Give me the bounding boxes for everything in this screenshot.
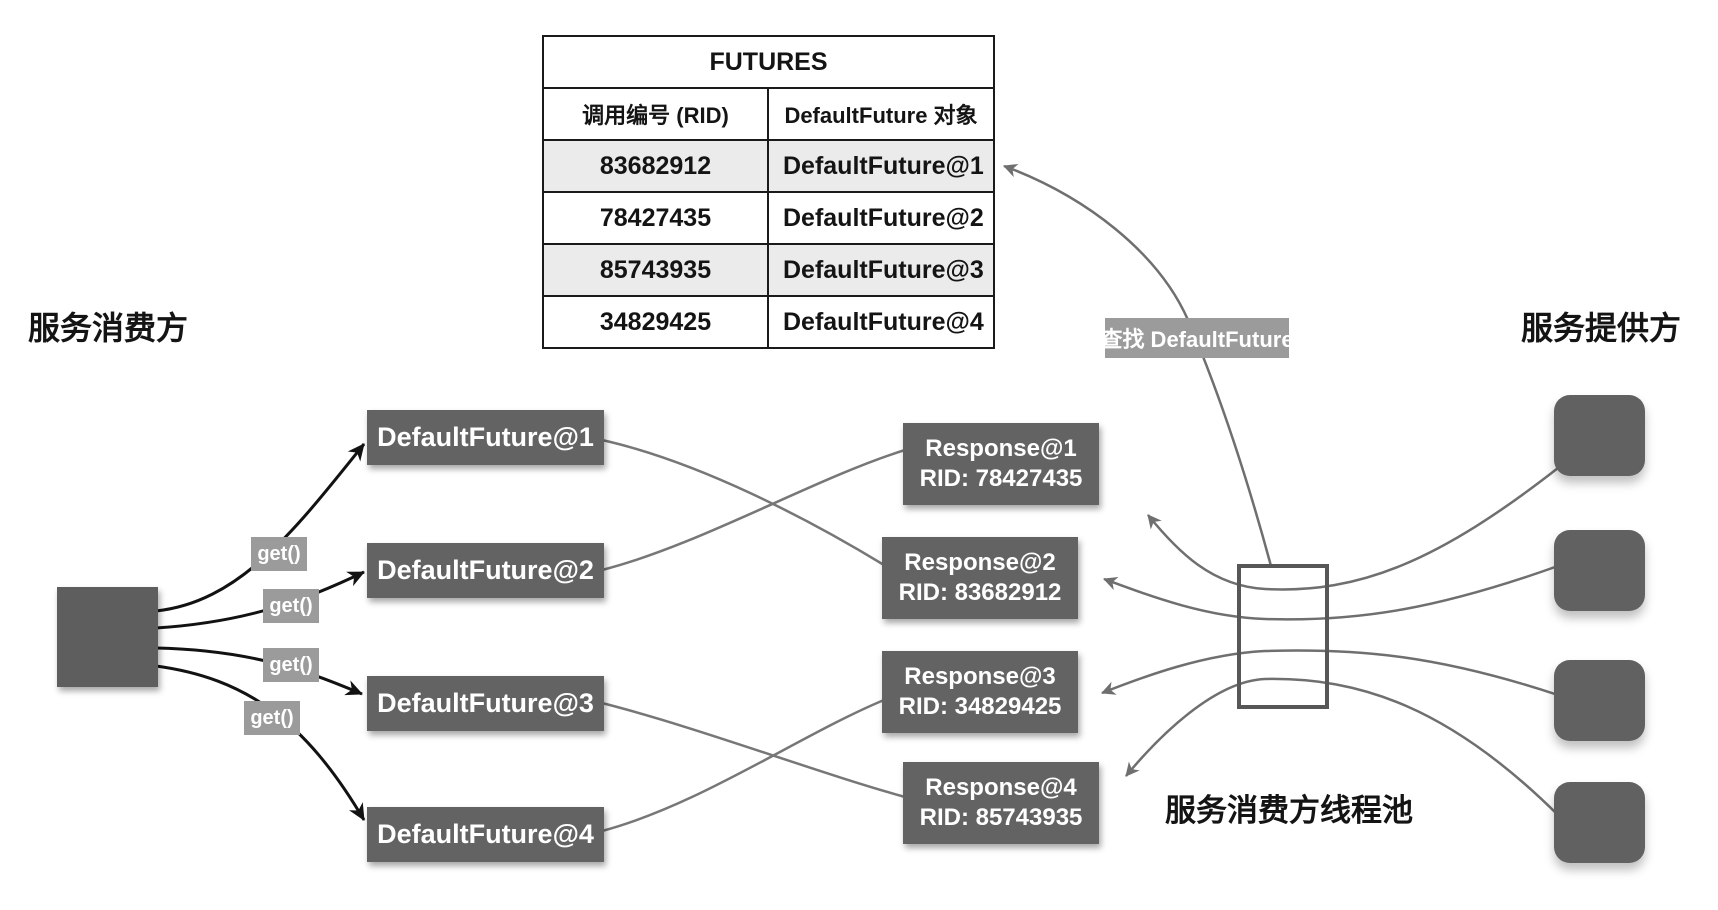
consumer-side-title: 服务消费方 — [28, 310, 189, 346]
cell-rid: 83682912 — [544, 141, 769, 191]
lookup-defaultfuture-badge: 查找 DefaultFuture — [1100, 318, 1294, 358]
provider-node-1 — [1554, 395, 1645, 476]
table-row: 83682912 DefaultFuture@1 — [544, 139, 993, 191]
table-row: 34829425 DefaultFuture@4 — [544, 295, 993, 347]
response-title: Response@2 — [904, 549, 1056, 576]
consumer-node — [57, 587, 158, 687]
arrow-lookup-future-table — [1003, 163, 1273, 567]
future-box-2: DefaultFuture@2 — [367, 543, 604, 598]
get-badge-2: get() — [263, 589, 319, 623]
table-row: 78427435 DefaultFuture@2 — [544, 191, 993, 243]
response-title: Response@4 — [925, 774, 1077, 801]
col-header-rid: 调用编号 (RID) — [544, 89, 769, 139]
response-box-3: Response@3 RID: 34829425 — [882, 651, 1078, 733]
response-box-1: Response@1 RID: 78427435 — [903, 423, 1099, 505]
arrow-provider1-response1 — [1147, 467, 1559, 591]
link-future1-response2 — [601, 438, 885, 567]
arrow-provider2-response2 — [1103, 564, 1559, 621]
arrow-provider3-response3 — [1101, 649, 1559, 697]
cell-rid: 85743935 — [544, 245, 769, 295]
response-rid: RID: 85743935 — [919, 804, 1083, 831]
provider-side-title: 服务提供方 — [1521, 310, 1682, 346]
response-box-4: Response@4 RID: 85743935 — [903, 762, 1099, 844]
provider-node-3 — [1554, 660, 1645, 741]
arrow-get-4 — [155, 664, 366, 821]
arrow-get-2 — [155, 570, 365, 630]
thread-pool-rect — [1237, 564, 1329, 709]
response-box-2: Response@2 RID: 83682912 — [882, 537, 1078, 619]
cell-future: DefaultFuture@3 — [783, 255, 984, 284]
cell-future: DefaultFuture@4 — [783, 307, 984, 336]
response-title: Response@1 — [925, 435, 1077, 462]
futures-table: FUTURES 调用编号 (RID) DefaultFuture 对象 8368… — [542, 35, 995, 349]
get-badge-4: get() — [244, 701, 300, 735]
col-header-future: DefaultFuture 对象 — [784, 103, 978, 128]
thread-pool-label: 服务消费方线程池 — [1165, 793, 1413, 828]
provider-node-2 — [1554, 530, 1645, 611]
response-rid: RID: 83682912 — [898, 579, 1062, 606]
cell-rid: 34829425 — [544, 297, 769, 347]
response-title: Response@3 — [904, 663, 1056, 690]
cell-future: DefaultFuture@2 — [783, 203, 984, 232]
link-future3-response4 — [601, 701, 906, 799]
get-badge-1: get() — [251, 537, 307, 571]
link-future4-response3 — [601, 698, 885, 833]
futures-table-header: 调用编号 (RID) DefaultFuture 对象 — [544, 87, 993, 139]
table-row: 85743935 DefaultFuture@3 — [544, 243, 993, 295]
response-rid: RID: 34829425 — [898, 693, 1062, 720]
futures-table-title: FUTURES — [709, 47, 828, 76]
future-box-1: DefaultFuture@1 — [367, 410, 604, 465]
cell-rid: 78427435 — [544, 193, 769, 243]
response-rid: RID: 78427435 — [919, 465, 1083, 492]
future-box-3: DefaultFuture@3 — [367, 676, 604, 731]
link-future2-response1 — [601, 448, 906, 572]
arrow-provider4-response4 — [1125, 677, 1559, 816]
get-badge-3: get() — [263, 648, 319, 682]
future-box-4: DefaultFuture@4 — [367, 807, 604, 862]
provider-node-4 — [1554, 782, 1645, 863]
cell-future: DefaultFuture@1 — [783, 151, 984, 180]
